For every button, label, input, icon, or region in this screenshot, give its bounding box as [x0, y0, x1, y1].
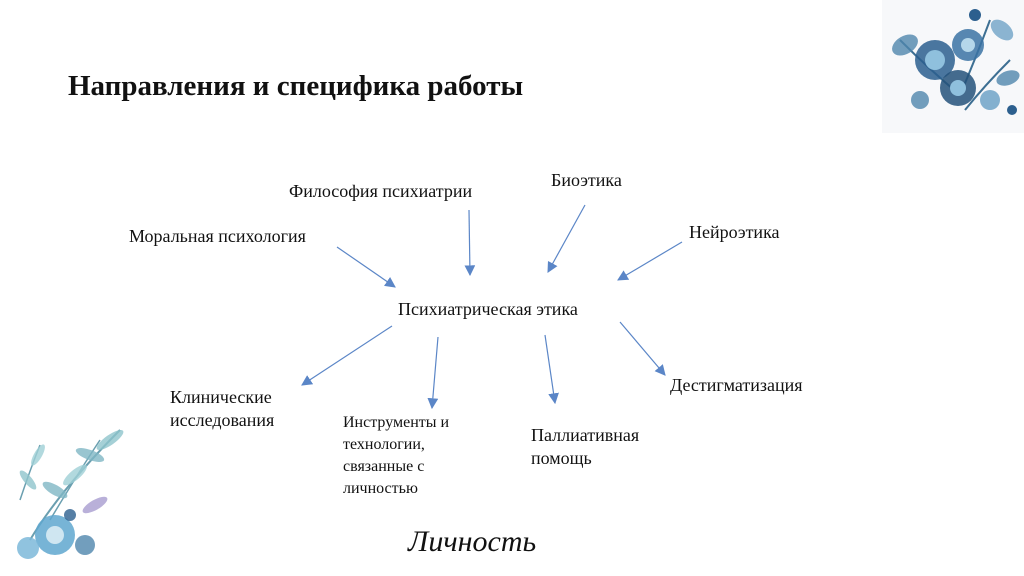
footer-personality: Личность [408, 525, 537, 558]
node-palliative-care: Паллиативная помощь [531, 424, 639, 470]
node-neuroethics: Нейроэтика [689, 222, 780, 242]
node-line: технологии, [343, 436, 425, 453]
node-line: Паллиативная [531, 425, 640, 445]
arrow-philosophy-psychiatry [464, 209, 476, 277]
floral-bouquet-icon [882, 0, 1024, 133]
node-destigmatization: Дестигматизация [670, 374, 803, 397]
node-moral-psychology: Моральная психология [129, 226, 306, 246]
slide-title: Направления и специфика работы [68, 70, 524, 102]
arrow-destigmatization [619, 321, 666, 376]
node-line: Клинические [170, 387, 272, 407]
arrow-instruments [427, 336, 439, 410]
arrow-bioethics [547, 204, 586, 273]
node-bioethics: Биоэтика [551, 170, 622, 190]
arrow-clinical-research [301, 325, 393, 386]
floral-branch-icon [17, 429, 124, 559]
node-line: Дестигматизация [670, 375, 803, 395]
node-line: помощь [531, 448, 592, 468]
arrow-moral-psychology [336, 246, 396, 288]
node-philosophy-psychiatry: Философия психиатрии [289, 181, 473, 201]
node-line: Инструменты и [343, 414, 450, 431]
node-center-psychiatric-ethics: Психиатрическая этика [398, 299, 578, 319]
arrow-neuroethics [617, 241, 683, 281]
node-instruments-technologies: Инструменты и технологии, связанные с ли… [343, 412, 449, 500]
arrow-palliative-care [544, 334, 559, 405]
node-line: личностью [343, 480, 418, 497]
node-clinical-research: Клинические исследования [170, 386, 274, 432]
node-line: связанные с [343, 458, 425, 475]
node-line: исследования [170, 410, 275, 430]
